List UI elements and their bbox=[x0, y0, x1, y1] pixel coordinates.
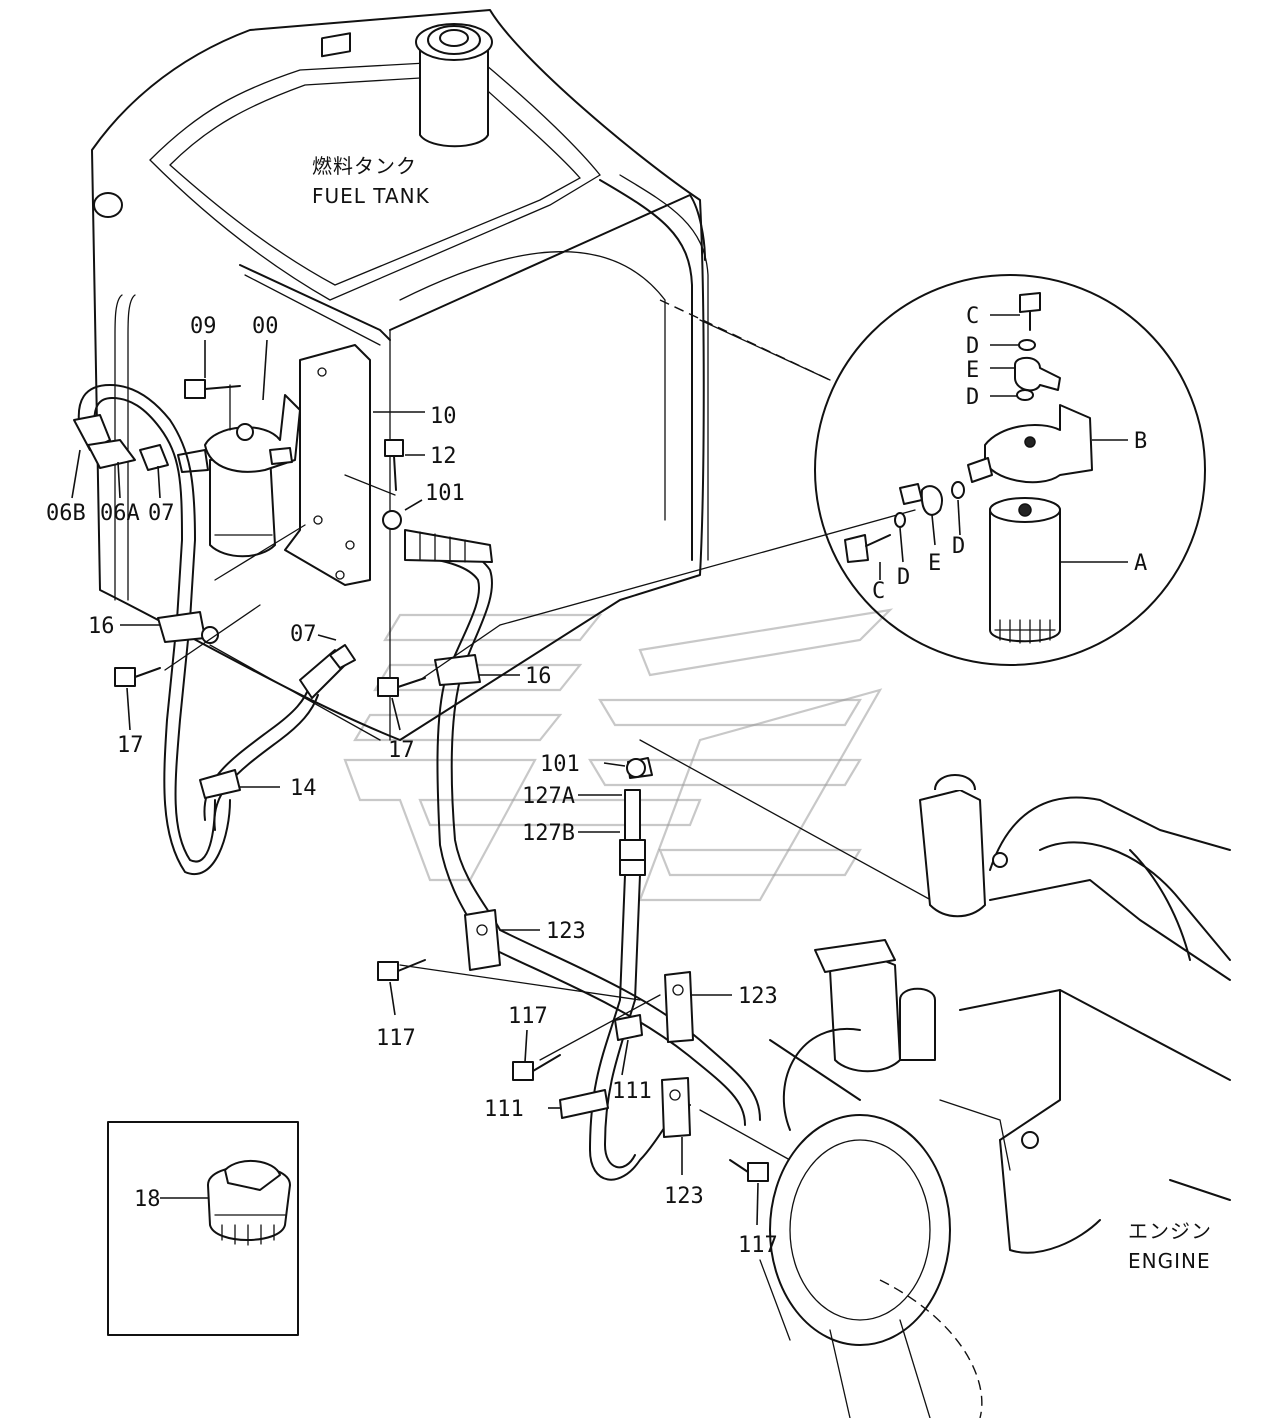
callout-127B: 127B bbox=[522, 821, 575, 846]
clamp-111 bbox=[559, 1014, 643, 1119]
callout-123-upper: 123 bbox=[546, 919, 586, 944]
engine-jp-caption: エンジン bbox=[1128, 1219, 1212, 1243]
engine-en-caption: ENGINE bbox=[1128, 1249, 1211, 1273]
detail-label-A: A bbox=[1134, 551, 1147, 576]
callout-123-right: 123 bbox=[738, 984, 778, 1009]
bolt-117a bbox=[377, 959, 426, 981]
fuel-tank-jp-caption: 燃料タンク bbox=[312, 154, 417, 178]
left-hose-06B bbox=[73, 384, 231, 876]
callout-00: 00 bbox=[252, 314, 279, 339]
callout-06B: 06B bbox=[46, 501, 86, 526]
bolt-117b bbox=[512, 1054, 561, 1081]
filler-neck bbox=[415, 23, 493, 148]
detail-label-E-top: E bbox=[966, 358, 979, 383]
bolt-17a bbox=[114, 667, 161, 687]
callout-06A: 06A bbox=[100, 501, 140, 526]
fuel-tank bbox=[91, 9, 831, 741]
detail-label-D-3: D bbox=[952, 534, 965, 559]
watermark-logo bbox=[343, 608, 894, 902]
bolt-117c bbox=[729, 1159, 769, 1182]
callout-14: 14 bbox=[290, 776, 317, 801]
callout-101-upper: 101 bbox=[425, 481, 465, 506]
detail-label-D-4: D bbox=[897, 565, 910, 590]
clamp-123-upper bbox=[464, 909, 501, 971]
callout-18: 18 bbox=[134, 1187, 161, 1212]
fuel-filter-on-tank bbox=[177, 394, 301, 558]
fuel-tank-en-caption: FUEL TANK bbox=[312, 184, 430, 208]
detail-label-D-1: D bbox=[966, 334, 979, 359]
callout-111-left: 111 bbox=[484, 1097, 524, 1122]
detail-labels: C D E D B D E C D A bbox=[872, 304, 1147, 604]
detail-label-E-bottom: E bbox=[928, 551, 941, 576]
callout-07-mid: 07 bbox=[290, 622, 317, 647]
callout-07-left: 07 bbox=[148, 501, 175, 526]
callout-16-left: 16 bbox=[88, 614, 115, 639]
callout-101-lower: 101 bbox=[540, 752, 580, 777]
detail-label-C-bottom: C bbox=[872, 579, 885, 604]
clip-101 bbox=[382, 510, 402, 530]
bolt-17b bbox=[377, 677, 426, 697]
callout-17-mid: 17 bbox=[388, 738, 415, 763]
engine bbox=[759, 774, 1231, 1418]
clamp-123-lower bbox=[661, 1077, 691, 1138]
detail-label-C-top: C bbox=[966, 304, 979, 329]
detail-view-circle bbox=[814, 274, 1206, 666]
callout-117-mid: 117 bbox=[508, 1004, 548, 1029]
lower-hose-14 bbox=[199, 644, 356, 831]
callout-12: 12 bbox=[430, 444, 457, 469]
detail-label-B: B bbox=[1134, 429, 1147, 454]
callout-16-mid: 16 bbox=[525, 664, 552, 689]
clip-101-lower bbox=[626, 758, 646, 778]
callout-09: 09 bbox=[190, 314, 217, 339]
bolt-12 bbox=[384, 439, 404, 491]
callout-123-lower: 123 bbox=[664, 1184, 704, 1209]
callout-117-left: 117 bbox=[376, 1026, 416, 1051]
middle-hose-16 bbox=[404, 529, 761, 1126]
bolt-09 bbox=[184, 379, 241, 399]
detail-label-D-2: D bbox=[966, 385, 979, 410]
callout-117-right: 117 bbox=[738, 1233, 778, 1258]
callout-10: 10 bbox=[430, 404, 457, 429]
callout-127A: 127A bbox=[522, 784, 575, 809]
callout-labels: 09 00 10 12 101 06B 06A 07 16 07 16 17 1… bbox=[46, 314, 778, 1258]
callout-17-left: 17 bbox=[117, 733, 144, 758]
clamp-123-right bbox=[664, 971, 694, 1043]
callout-111-right: 111 bbox=[612, 1079, 652, 1104]
callout-leaders bbox=[71, 314, 1128, 1226]
inset-box bbox=[107, 1121, 299, 1336]
filter-bracket bbox=[284, 344, 371, 586]
